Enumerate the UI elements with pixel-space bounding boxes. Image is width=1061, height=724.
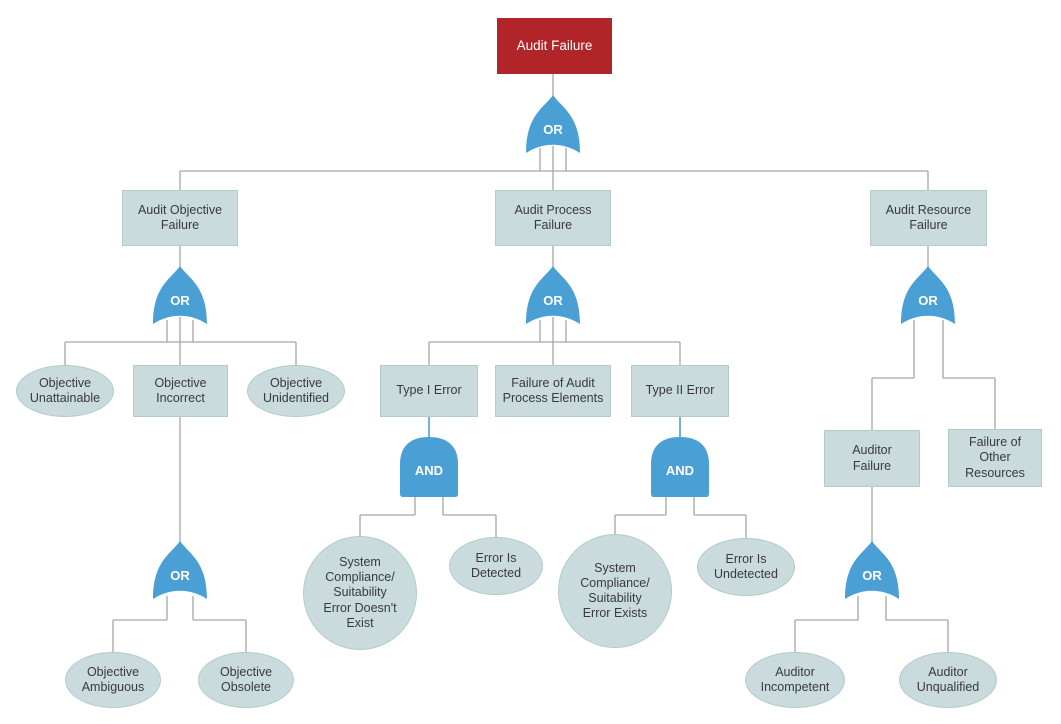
- gate-and-type-i-label: AND: [415, 463, 443, 478]
- node-audit-resource-failure: Audit Resource Failure: [870, 190, 987, 246]
- event-objective-obsolete: Objective Obsolete: [198, 652, 294, 708]
- connector-auditor-failure-split: [794, 596, 949, 652]
- node-audit-failure: Audit Failure: [497, 18, 612, 74]
- connector-objective-incorrect-split: [112, 596, 247, 652]
- node-type-i-error: Type I Error: [380, 365, 478, 417]
- event-error-is-undetected: Error Is Undetected: [697, 538, 795, 596]
- node-auditor-failure: Auditor Failure: [824, 430, 920, 487]
- event-auditor-incompetent: Auditor Incompetent: [745, 652, 845, 708]
- connector-and-right-split: [614, 492, 747, 539]
- node-audit-objective-failure: Audit Objective Failure: [122, 190, 238, 246]
- gate-and-type-ii: AND: [651, 437, 709, 497]
- connector-resource-split: [871, 320, 996, 430]
- gate-or-audit-resource-label: OR: [918, 293, 938, 308]
- event-error-is-detected: Error Is Detected: [449, 537, 543, 595]
- event-system-compliance-error-doesnt-exist: System Compliance/ Suitability Error Doe…: [303, 536, 417, 650]
- or-gate-icon: [153, 541, 207, 599]
- and-gate-icon: [400, 437, 458, 497]
- gate-or-auditor-failure: OR: [845, 541, 899, 599]
- gate-or-top-label: OR: [543, 122, 563, 137]
- gate-or-audit-objective: OR: [153, 266, 207, 324]
- or-gate-icon: [901, 266, 955, 324]
- event-objective-unattainable: Objective Unattainable: [16, 365, 114, 417]
- event-auditor-unqualified: Auditor Unqualified: [899, 652, 997, 708]
- gate-and-type-ii-label: AND: [666, 463, 694, 478]
- connector-objective-split: [64, 317, 297, 365]
- node-objective-incorrect: Objective Incorrect: [133, 365, 228, 417]
- gate-and-type-i: AND: [400, 437, 458, 497]
- gate-or-audit-process: OR: [526, 266, 580, 324]
- event-system-compliance-error-exists: System Compliance/ Suitability Error Exi…: [558, 534, 672, 648]
- or-gate-icon: [526, 95, 580, 153]
- gate-or-audit-objective-label: OR: [170, 293, 190, 308]
- node-audit-process-failure: Audit Process Failure: [495, 190, 611, 246]
- node-failure-of-other-resources: Failure of Other Resources: [948, 429, 1042, 487]
- gate-or-auditor-failure-label: OR: [862, 568, 882, 583]
- event-objective-ambiguous: Objective Ambiguous: [65, 652, 161, 708]
- event-objective-unidentified: Objective Unidentified: [247, 365, 345, 417]
- or-gate-icon: [153, 266, 207, 324]
- gate-or-audit-process-label: OR: [543, 293, 563, 308]
- gate-or-audit-resource: OR: [901, 266, 955, 324]
- connector-level1-split: [179, 146, 929, 190]
- or-gate-icon: [845, 541, 899, 599]
- connector-and-left-split: [359, 492, 497, 538]
- and-gate-icon: [651, 437, 709, 497]
- gate-or-objective-incorrect-label: OR: [170, 568, 190, 583]
- or-gate-icon: [526, 266, 580, 324]
- gate-or-objective-incorrect: OR: [153, 541, 207, 599]
- node-failure-of-audit-process-elements: Failure of Audit Process Elements: [495, 365, 611, 417]
- node-type-ii-error: Type II Error: [631, 365, 729, 417]
- gate-or-top: OR: [526, 95, 580, 153]
- connector-process-split: [428, 317, 681, 365]
